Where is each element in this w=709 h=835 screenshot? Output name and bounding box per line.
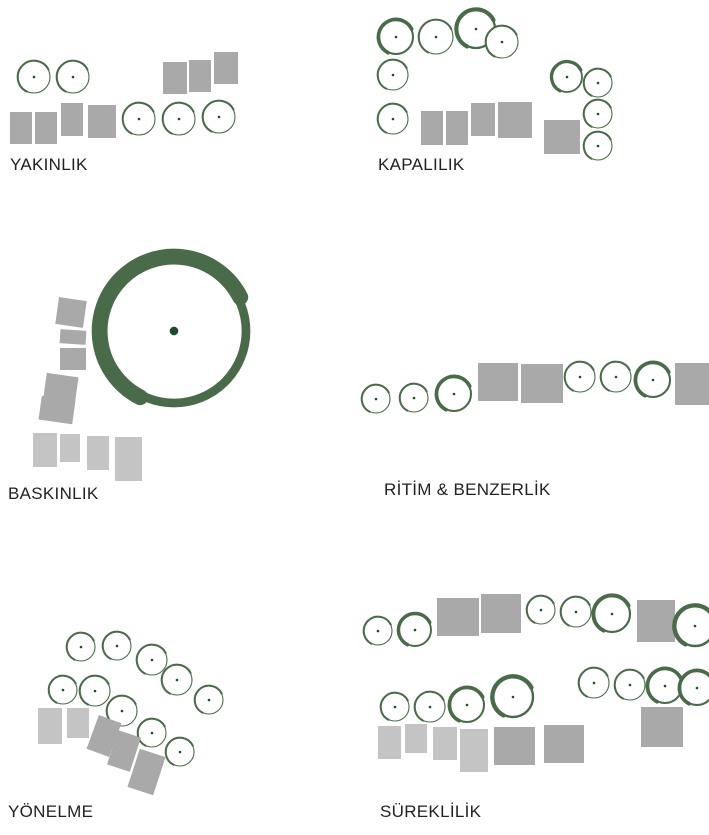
block-shape bbox=[88, 105, 116, 138]
panel-title-kapalilik: KAPALILIK bbox=[378, 155, 465, 175]
tree-circle-icon bbox=[579, 668, 609, 698]
tree-circle-icon bbox=[419, 20, 453, 54]
block-shape bbox=[494, 727, 535, 765]
tree-circle-icon bbox=[527, 596, 555, 624]
block-shape bbox=[35, 112, 57, 144]
block-shape bbox=[55, 297, 86, 328]
block-shape bbox=[544, 725, 584, 763]
tree-circle-icon bbox=[166, 738, 194, 766]
tree-circle-icon bbox=[615, 670, 645, 700]
block-shape bbox=[675, 363, 709, 405]
tree-circle-icon bbox=[552, 62, 582, 92]
tree-circle-icon bbox=[378, 60, 408, 90]
tree-circle-icon bbox=[378, 19, 413, 54]
tree-circle-icon bbox=[195, 686, 223, 714]
block-shape bbox=[637, 600, 675, 642]
tree-circle-icon bbox=[398, 613, 431, 646]
block-shape bbox=[498, 102, 532, 138]
panel-title-sureklilik: SÜREKLİLİK bbox=[380, 802, 481, 822]
tree-circle-icon bbox=[584, 100, 612, 128]
block-shape bbox=[189, 60, 211, 92]
block-shape bbox=[115, 437, 142, 481]
block-shape bbox=[433, 727, 457, 760]
block-shape bbox=[405, 724, 427, 753]
block-shape bbox=[163, 62, 187, 94]
tree-circle-icon bbox=[492, 676, 533, 717]
tree-circle-icon bbox=[203, 101, 235, 133]
tree-circle-icon bbox=[80, 676, 110, 706]
tree-circle-icon bbox=[381, 693, 409, 721]
tree-circle-icon bbox=[162, 665, 192, 695]
block-shape bbox=[437, 598, 479, 636]
block-shape bbox=[87, 436, 109, 470]
block-shape bbox=[378, 726, 401, 759]
block-shape bbox=[60, 348, 86, 370]
block-shape bbox=[10, 112, 32, 144]
tree-circle-icon bbox=[57, 61, 89, 93]
tree-circle-icon bbox=[436, 376, 471, 411]
block-shape bbox=[481, 594, 521, 633]
block-shape bbox=[641, 707, 683, 747]
tree-circle-icon bbox=[647, 668, 682, 703]
tree-circle-icon bbox=[679, 670, 709, 705]
block-shape bbox=[421, 111, 443, 145]
block-shape bbox=[521, 364, 563, 403]
tree-circle-icon bbox=[415, 692, 445, 722]
block-shape bbox=[38, 708, 62, 744]
tree-circle-icon bbox=[593, 595, 630, 632]
tree-circle-icon bbox=[362, 385, 390, 413]
block-shape bbox=[460, 729, 488, 772]
block-shape bbox=[471, 103, 495, 136]
tree-circle-icon bbox=[601, 362, 631, 392]
tree-circle-icon bbox=[674, 605, 709, 646]
block-shape bbox=[38, 396, 75, 424]
block-shape bbox=[33, 433, 57, 467]
tree-circle-icon bbox=[584, 132, 612, 160]
panel-title-baskinlik: BASKINLIK bbox=[8, 484, 99, 504]
panel-title-ritim: RİTİM & BENZERLİK bbox=[384, 480, 551, 500]
tree-circle-icon bbox=[163, 103, 195, 135]
panel-title-yakinlik: YAKINLIK bbox=[10, 155, 88, 175]
tree-circle-icon bbox=[449, 687, 484, 722]
tree-circle-icon bbox=[138, 719, 166, 747]
block-shape bbox=[67, 708, 89, 738]
tree-circle-icon bbox=[49, 676, 77, 704]
tree-circle-icon bbox=[561, 597, 591, 627]
large-tree-circle-icon bbox=[100, 257, 246, 403]
tree-circle-icon bbox=[67, 633, 95, 661]
panel-title-yonelme: YÖNELME bbox=[8, 802, 93, 822]
block-shape bbox=[446, 111, 468, 145]
tree-circle-icon bbox=[635, 362, 670, 397]
tree-circle-icon bbox=[378, 104, 408, 134]
tree-circle-icon bbox=[137, 645, 167, 675]
block-shape bbox=[60, 434, 80, 462]
tree-circle-icon bbox=[103, 632, 131, 660]
block-shape bbox=[61, 103, 83, 136]
tree-circle-icon bbox=[486, 26, 518, 58]
tree-circle-icon bbox=[584, 69, 612, 97]
block-shape bbox=[60, 329, 87, 345]
tree-circle-icon bbox=[123, 103, 155, 135]
tree-circle-icon bbox=[364, 617, 392, 645]
tree-circle-icon bbox=[18, 61, 50, 93]
tree-circle-icon bbox=[400, 384, 428, 412]
tree-circle-icon bbox=[565, 362, 595, 392]
block-shape bbox=[214, 52, 238, 84]
block-shape bbox=[544, 120, 580, 154]
block-shape bbox=[478, 363, 518, 401]
